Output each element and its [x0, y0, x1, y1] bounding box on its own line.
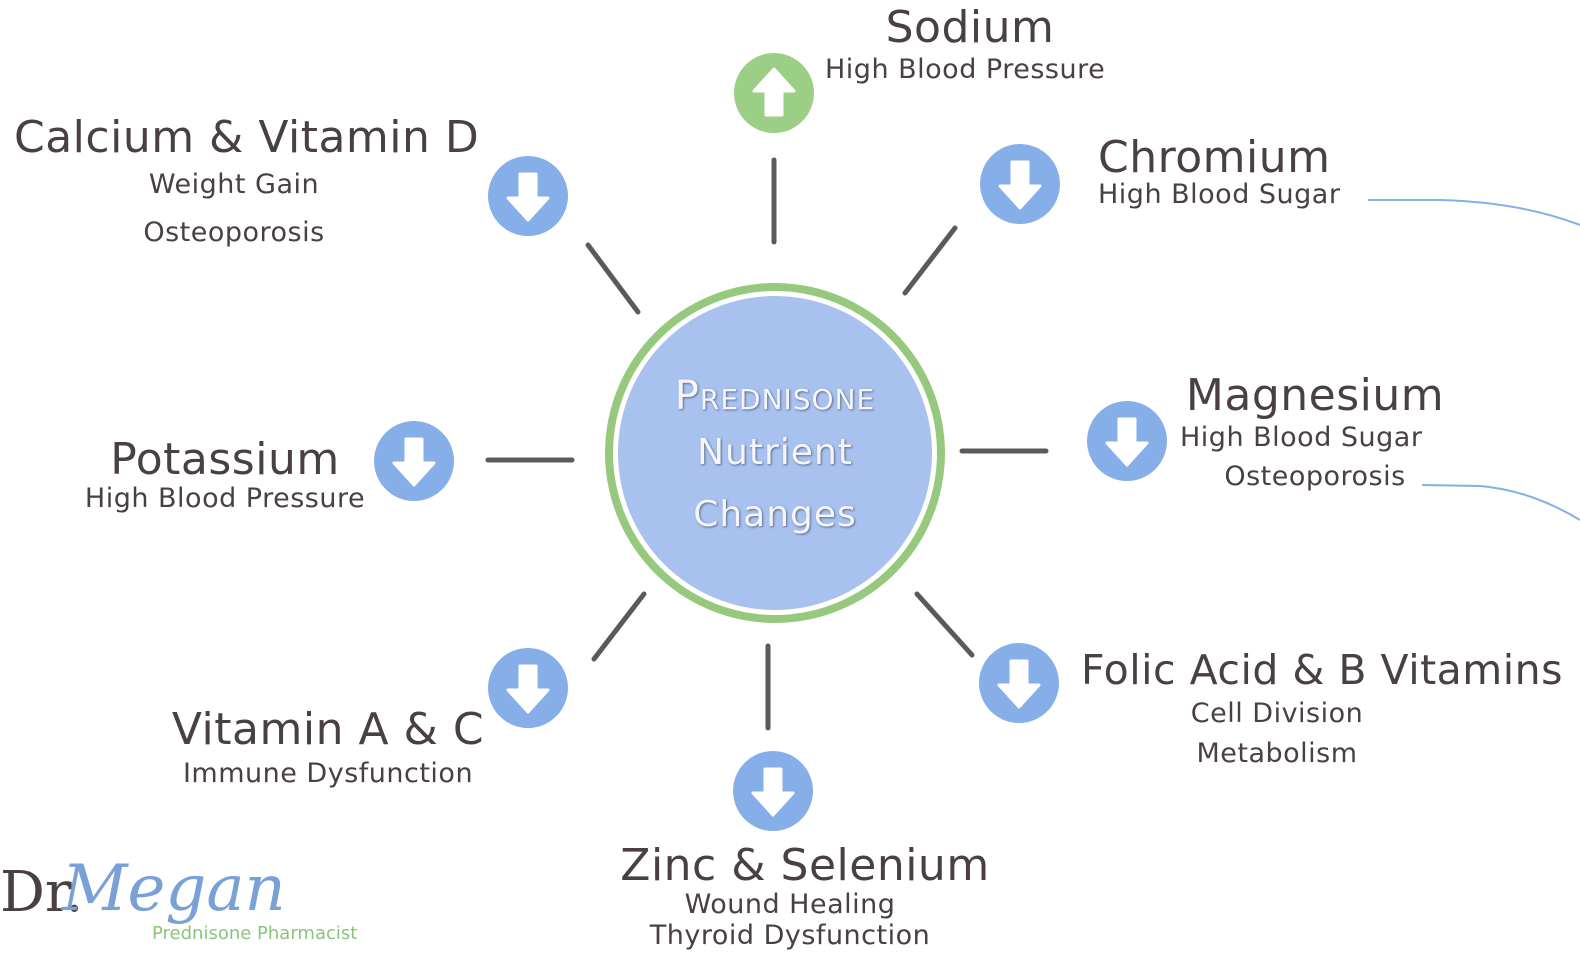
zinc-label: Zinc & Selenium Wound Healing Thyroid Dy… — [600, 842, 1010, 952]
logo-dr-text: Dr. — [0, 860, 84, 925]
nutrient-effect: High Blood Pressure — [825, 54, 1106, 85]
center-title: Prednisone Nutrient Changes — [620, 370, 930, 546]
vitac-label: Vitamin A & C Immune Dysfunction — [168, 706, 488, 794]
nutrient-name: Vitamin A & C — [171, 704, 485, 755]
magnesium-connector-line — [1421, 484, 1580, 521]
arrow-down-icon-chromium — [980, 144, 1060, 224]
nutrient-effect: Weight Gain — [148, 169, 320, 200]
nutrient-effect: Thyroid Dysfunction — [649, 920, 931, 951]
arrow-up-icon-sodium — [734, 53, 814, 133]
nutrient-name: Zinc & Selenium — [620, 840, 990, 891]
logo-tagline: Prednisone Pharmacist — [152, 923, 358, 944]
nutrient-name: Calcium & Vitamin D — [14, 112, 480, 163]
folic-label: Folic Acid & B Vitamins Cell Division Me… — [1072, 646, 1572, 774]
spoke-chromium — [902, 225, 958, 296]
arrow-down-icon-vitac — [488, 648, 568, 728]
nutrient-effect: Immune Dysfunction — [182, 758, 474, 789]
nutrient-effect: Metabolism — [1196, 738, 1358, 769]
nutrient-name: Magnesium — [1185, 370, 1445, 421]
nutrient-effect: Cell Division — [1190, 698, 1364, 729]
arrow-down-icon-calcium — [488, 156, 568, 236]
nutrient-name: Chromium — [1098, 132, 1331, 183]
arrow-down-icon-magnesium — [1087, 401, 1167, 481]
center-circle — [618, 296, 932, 610]
center-title-line1: Prednisone — [674, 373, 876, 419]
potassium-label: Potassium High Blood Pressure — [60, 436, 390, 514]
chromium-label: Chromium High Blood Sugar — [1098, 132, 1341, 210]
arrow-down-icon-zinc — [733, 751, 813, 831]
nutrient-effect: High Blood Sugar — [1098, 179, 1341, 210]
arrow-down-icon-folic — [979, 643, 1059, 723]
nutrient-name: Folic Acid & B Vitamins — [1081, 646, 1563, 694]
nutrient-effect: High Blood Sugar — [1180, 422, 1423, 453]
chromium-connector-line — [1368, 199, 1580, 226]
sodium-label: Sodium High Blood Pressure — [825, 4, 1145, 88]
spoke-calcium — [585, 242, 641, 315]
arrow-down-icon-potassium — [374, 421, 454, 501]
nutrient-name: Sodium — [885, 2, 1055, 53]
magnesium-label: Magnesium High Blood Sugar Osteoporosis — [1170, 372, 1460, 498]
spoke-folic — [914, 591, 975, 658]
spoke-vitac — [591, 591, 647, 662]
nutrient-effect: High Blood Pressure — [84, 483, 366, 514]
center-title-line2: Nutrient — [697, 432, 853, 473]
calcium-label: Calcium & Vitamin D Weight Gain Osteopor… — [14, 112, 480, 258]
nutrient-effect: Osteoporosis — [143, 217, 325, 248]
nutrient-name: Potassium — [110, 434, 340, 485]
nutrient-effect: Osteoporosis — [1224, 461, 1406, 492]
center-title-line3: Changes — [693, 494, 857, 535]
nutrient-effect: Wound Healing — [684, 889, 896, 920]
logo-name-text: Megan — [62, 852, 286, 926]
